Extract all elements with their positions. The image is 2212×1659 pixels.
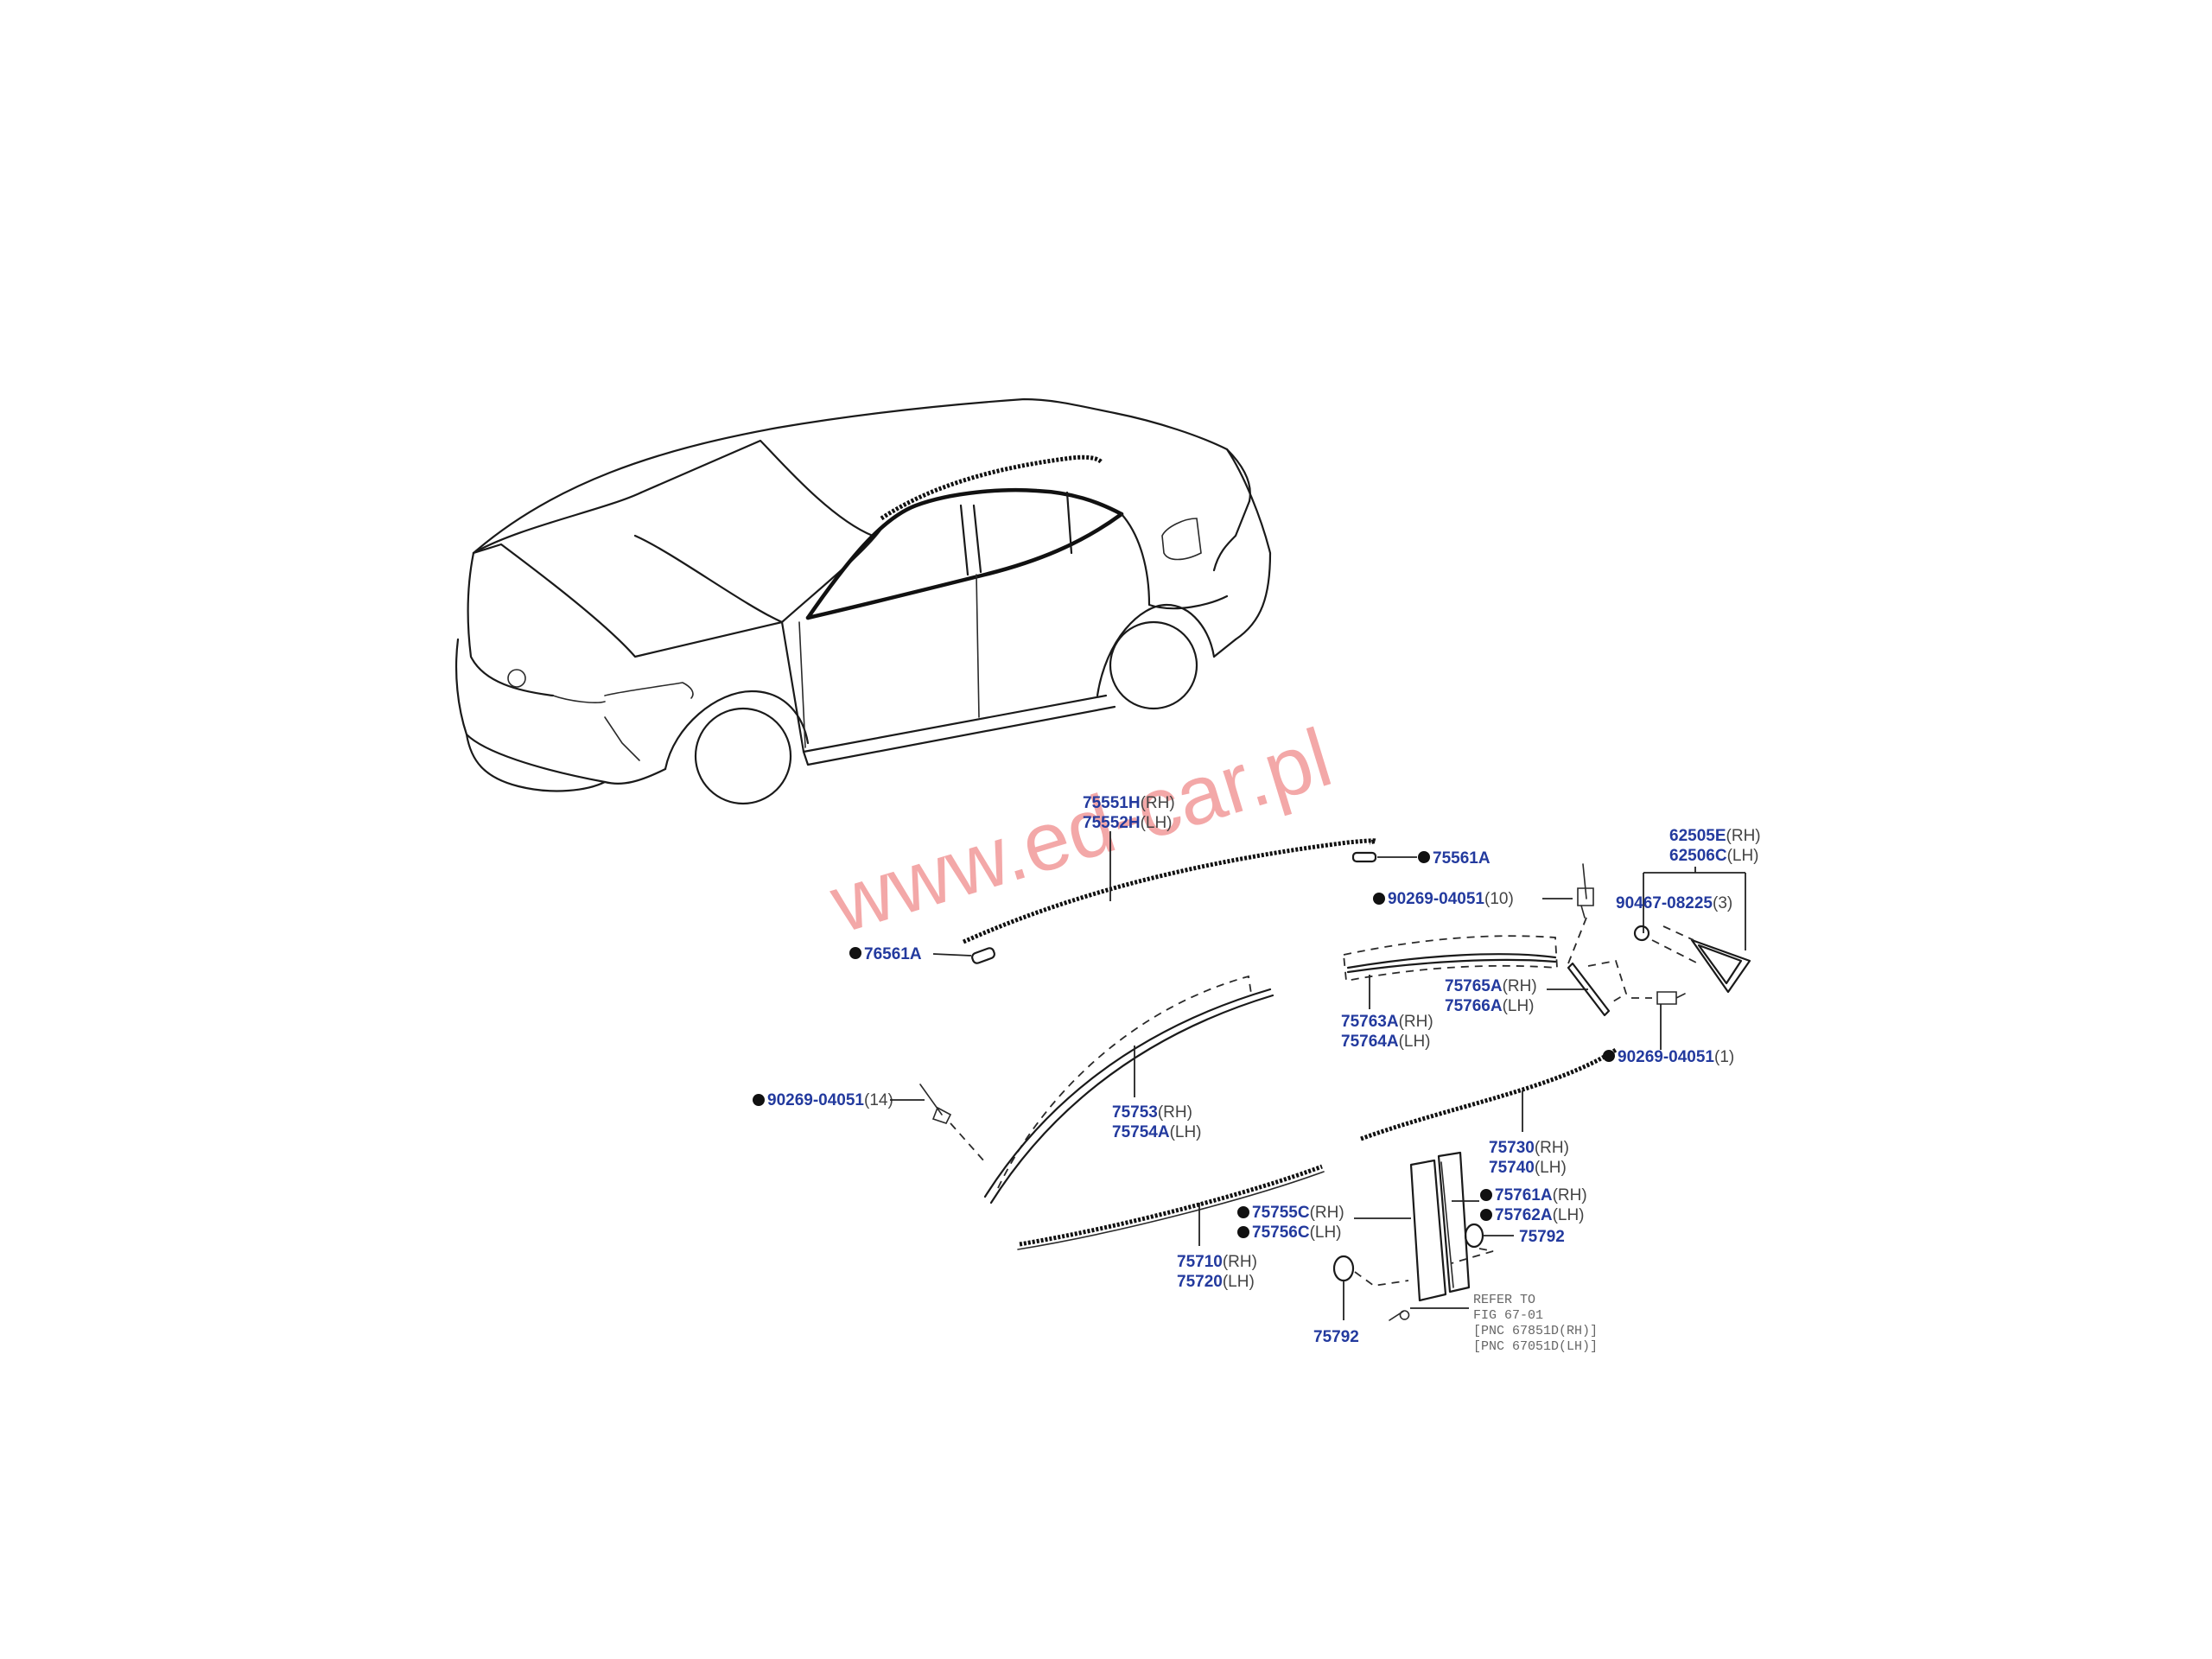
clip-1-label: 90269-04051(1)	[1618, 1048, 1734, 1066]
clip-left-label: 75792	[1313, 1328, 1359, 1346]
clip-10-group: 90269-04051(10)	[1373, 863, 1594, 964]
quarter-window-group: 62505E(RH) 62506C(LH) 90467-08225(3)	[1616, 827, 1761, 994]
rear-upper-frame-label-rh: 75763A(RH)	[1341, 1013, 1433, 1031]
reference-note: REFER TO FIG 67-01 [PNC 67851D(RH)] [PNC…	[1473, 1293, 1598, 1354]
reference-line-2: FIG 67-01	[1473, 1308, 1543, 1323]
roof-clip-rear-part	[1351, 851, 1377, 863]
front-belt-molding-label-rh: 75710(RH)	[1177, 1253, 1257, 1271]
nut-3-label: 90467-08225(3)	[1616, 894, 1732, 912]
front-belt-molding-group: 75710(RH) 75720(LH)	[1017, 1164, 1325, 1291]
rear-pillar-garnish-label-rh: 75761A(RH)	[1495, 1186, 1587, 1205]
rear-corner-piece-label-rh: 75765A(RH)	[1445, 977, 1537, 995]
non-reusable-dot-icon	[1237, 1226, 1249, 1238]
non-reusable-dot-icon	[1480, 1189, 1492, 1201]
reference-line-4: [PNC 67051D(LH)]	[1473, 1339, 1598, 1354]
non-reusable-dot-icon	[1373, 893, 1385, 905]
front-pillar-garnish-label-lh: 75756C(LH)	[1252, 1224, 1342, 1242]
clip-right-part	[1464, 1223, 1484, 1249]
front-upper-frame-label-rh: 75753(RH)	[1112, 1103, 1192, 1122]
clip-left-part	[1332, 1255, 1355, 1282]
car-overview-illustration	[454, 397, 1272, 805]
non-reusable-dot-icon	[1237, 1206, 1249, 1218]
rear-pillar-garnish-label-lh: 75762A(LH)	[1495, 1206, 1585, 1224]
rear-belt-molding-label-lh: 75740(LH)	[1489, 1159, 1567, 1177]
rear-belt-molding-label-rh: 75730(RH)	[1489, 1139, 1569, 1157]
rear-corner-piece-group: 75765A(RH) 75766A(LH) 90269-04051(1)	[1445, 959, 1734, 1066]
pillar-garnish-group: 75761A(RH) 75762A(LH) 75755C(RH) 75756C(…	[1237, 1151, 1587, 1346]
nut-part	[1633, 925, 1650, 942]
non-reusable-dot-icon	[1480, 1209, 1492, 1221]
front-upper-frame-group: 75753(RH) 75754A(LH) 90269-04051(14)	[753, 975, 1274, 1205]
reference-line-1: REFER TO	[1473, 1293, 1535, 1307]
rear-upper-frame-group: 75763A(RH) 75764A(LH)	[1341, 935, 1558, 1051]
front-pillar-garnish-label-rh: 75755C(RH)	[1252, 1204, 1344, 1222]
reference-line-3: [PNC 67851D(RH)]	[1473, 1324, 1598, 1338]
quarter-window-label-lh: 62506C(LH)	[1669, 847, 1759, 865]
clip-right-label: 75792	[1519, 1228, 1565, 1246]
rear-corner-piece-label-lh: 75766A(LH)	[1445, 997, 1535, 1015]
rear-upper-frame-label-lh: 75764A(LH)	[1341, 1033, 1431, 1051]
non-reusable-dot-icon	[753, 1094, 765, 1106]
roof-molding-label-rh: 75551H(RH)	[1083, 794, 1175, 812]
front-belt-molding-label-lh: 75720(LH)	[1177, 1273, 1255, 1291]
quarter-window-label-rh: 62505E(RH)	[1669, 827, 1761, 845]
roof-clip-front-label: 76561A	[864, 945, 922, 963]
clip-10-label: 90269-04051(10)	[1388, 890, 1514, 908]
rear-belt-molding-group: 75730(RH) 75740(LH)	[1360, 1047, 1618, 1177]
front-upper-frame-label-lh: 75754A(LH)	[1112, 1123, 1202, 1141]
roof-molding-group: 75551H(RH) 75552H(LH) 75561A 76561A	[849, 794, 1491, 964]
roof-clip-front-part	[971, 947, 995, 964]
non-reusable-dot-icon	[849, 947, 861, 959]
roof-molding-label-lh: 75552H(LH)	[1083, 814, 1173, 832]
clip-14-label: 90269-04051(14)	[767, 1091, 893, 1109]
non-reusable-dot-icon	[1418, 851, 1430, 863]
roof-clip-rear-label: 75561A	[1433, 849, 1491, 868]
